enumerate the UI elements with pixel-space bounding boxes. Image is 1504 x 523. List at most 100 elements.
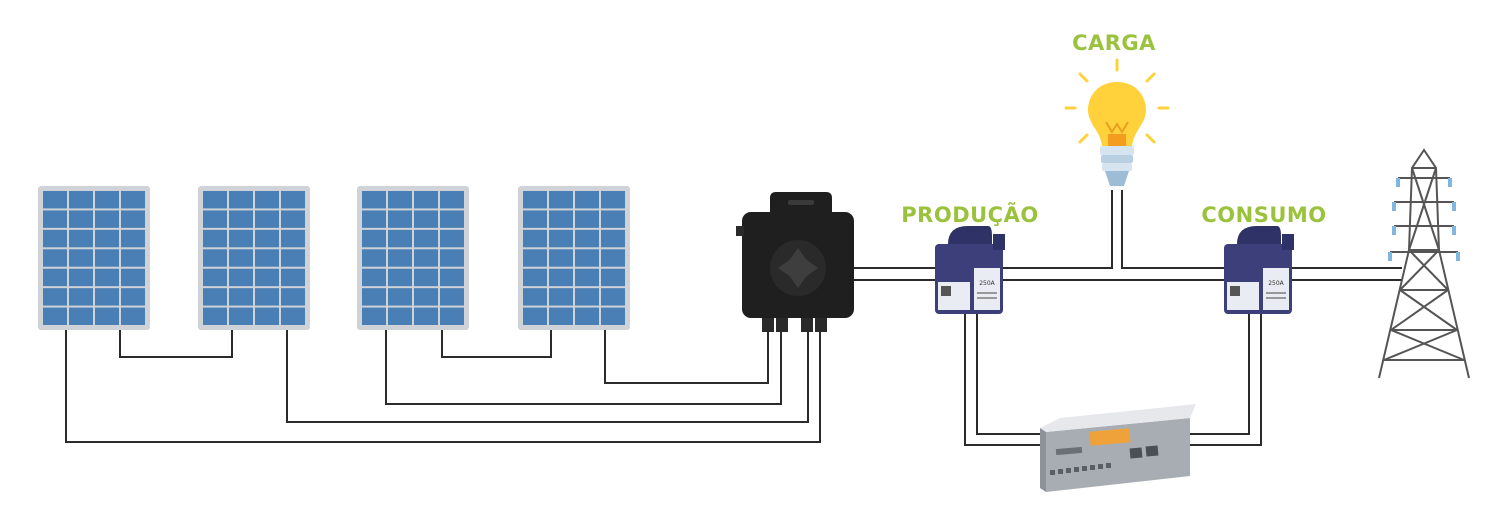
wiring xyxy=(65,190,1402,446)
solar-cell xyxy=(601,191,625,209)
solar-cell xyxy=(69,249,93,267)
solar-cell xyxy=(255,210,279,228)
solar-cell xyxy=(575,210,599,228)
solar-cell xyxy=(523,268,547,287)
solar-cell xyxy=(69,210,93,228)
solar-cell xyxy=(121,307,145,325)
solar-cell xyxy=(440,229,464,248)
solar-cell xyxy=(121,229,145,248)
solar-cell xyxy=(575,307,599,325)
solar-cell xyxy=(69,268,93,287)
solar-cell xyxy=(229,288,253,306)
solar-panel xyxy=(357,186,469,330)
solar-cell xyxy=(43,210,67,228)
solar-cell xyxy=(388,268,412,287)
solar-cell xyxy=(43,288,67,306)
solar-cell xyxy=(601,307,625,325)
solar-cell xyxy=(523,249,547,267)
solar-cell xyxy=(440,249,464,267)
solar-cell xyxy=(575,191,599,209)
wire-ac-upper-right xyxy=(1121,190,1402,269)
solar-cell xyxy=(255,249,279,267)
solar-array xyxy=(38,186,630,330)
solar-cell xyxy=(203,249,227,267)
solar-cell xyxy=(281,268,305,287)
solar-cell xyxy=(95,268,119,287)
solar-cell xyxy=(229,268,253,287)
solar-cell xyxy=(549,307,573,325)
solar-cell xyxy=(362,249,386,267)
solar-cell xyxy=(255,307,279,325)
solar-cell xyxy=(255,229,279,248)
solar-cell xyxy=(440,191,464,209)
solar-cell xyxy=(203,268,227,287)
transmission-tower-icon xyxy=(1378,148,1470,379)
solar-cell xyxy=(414,288,438,306)
solar-cell xyxy=(95,210,119,228)
wire-ct-production-meter-a xyxy=(964,312,1045,446)
solar-cell xyxy=(43,268,67,287)
solar-cell xyxy=(388,191,412,209)
solar-cell xyxy=(362,210,386,228)
solar-cell xyxy=(281,191,305,209)
solar-cell xyxy=(575,229,599,248)
solar-cell xyxy=(601,210,625,228)
solar-cell xyxy=(523,288,547,306)
solar-cell xyxy=(203,288,227,306)
energy-meter-icon xyxy=(1040,404,1196,492)
solar-cell xyxy=(281,307,305,325)
solar-panel xyxy=(518,186,630,330)
solar-cell xyxy=(549,191,573,209)
solar-cell xyxy=(255,288,279,306)
solar-cell xyxy=(362,307,386,325)
solar-cell xyxy=(440,288,464,306)
solar-cell xyxy=(414,268,438,287)
solar-cell xyxy=(601,249,625,267)
solar-cell xyxy=(229,191,253,209)
ct-production-rating: 250A xyxy=(979,280,995,287)
solar-cell xyxy=(255,191,279,209)
solar-cell xyxy=(414,210,438,228)
solar-cell xyxy=(414,191,438,209)
solar-cell xyxy=(362,268,386,287)
light-bulb-icon xyxy=(1064,58,1170,186)
wire-panel4-inverter xyxy=(604,330,769,384)
solar-panel xyxy=(198,186,310,330)
solar-cell xyxy=(281,288,305,306)
solar-cell xyxy=(549,229,573,248)
solar-cell xyxy=(362,288,386,306)
solar-cell xyxy=(229,307,253,325)
solar-cell xyxy=(362,229,386,248)
solar-cell xyxy=(523,307,547,325)
solar-cell xyxy=(43,307,67,325)
solar-cell xyxy=(575,249,599,267)
solar-cell xyxy=(95,307,119,325)
solar-cell xyxy=(414,229,438,248)
solar-cell xyxy=(414,307,438,325)
solar-cell xyxy=(523,191,547,209)
solar-cell xyxy=(440,268,464,287)
solar-cell xyxy=(601,268,625,287)
solar-cell xyxy=(601,229,625,248)
solar-cell xyxy=(549,268,573,287)
solar-cell xyxy=(523,229,547,248)
solar-cell xyxy=(229,249,253,267)
solar-cell xyxy=(43,191,67,209)
solar-cell xyxy=(43,229,67,248)
label-consumo: CONSUMO xyxy=(1201,203,1326,227)
insulators xyxy=(1388,178,1460,261)
ct-clamp-production: 250A xyxy=(935,226,1005,314)
solar-cell xyxy=(229,229,253,248)
solar-cell xyxy=(523,210,547,228)
solar-cell xyxy=(95,249,119,267)
solar-cell xyxy=(281,210,305,228)
solar-cell xyxy=(362,191,386,209)
solar-cell xyxy=(388,229,412,248)
solar-cell xyxy=(121,288,145,306)
solar-cell xyxy=(95,229,119,248)
solar-cell xyxy=(69,307,93,325)
ct-clamp-consumption: 250A xyxy=(1224,226,1294,314)
solar-cell xyxy=(281,229,305,248)
solar-cell xyxy=(121,249,145,267)
